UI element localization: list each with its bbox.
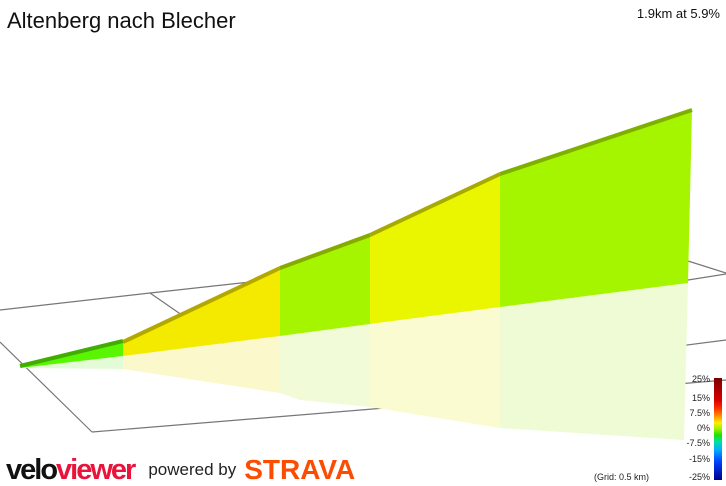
segment-4 xyxy=(370,175,500,324)
profile-top-edge xyxy=(19,108,693,368)
segment-2 xyxy=(123,269,280,356)
legend-label: 25% xyxy=(691,374,710,384)
climb-summary: 1.9km at 5.9% xyxy=(636,6,720,21)
veloviewer-logo[interactable]: veloviewer xyxy=(6,454,136,486)
page-title: Altenberg nach Blecher xyxy=(7,8,236,33)
legend-label: -25% xyxy=(688,472,710,482)
legend-label: 0% xyxy=(696,423,710,433)
legend-label: -7.5% xyxy=(686,438,710,448)
legend-label: 15% xyxy=(691,393,710,403)
legend-label: -15% xyxy=(688,454,710,464)
segment-5 xyxy=(500,110,692,307)
gradient-colorbar xyxy=(714,378,722,480)
footer-branding: veloviewer powered by STRAVA xyxy=(6,454,356,486)
legend-label: 7.5% xyxy=(689,408,710,418)
profile-reflection xyxy=(20,283,688,440)
grid-scale-note: (Grid: 0.5 km) xyxy=(594,472,650,482)
powered-by-label: powered by xyxy=(148,460,237,479)
strava-logo[interactable]: STRAVA xyxy=(244,454,356,485)
